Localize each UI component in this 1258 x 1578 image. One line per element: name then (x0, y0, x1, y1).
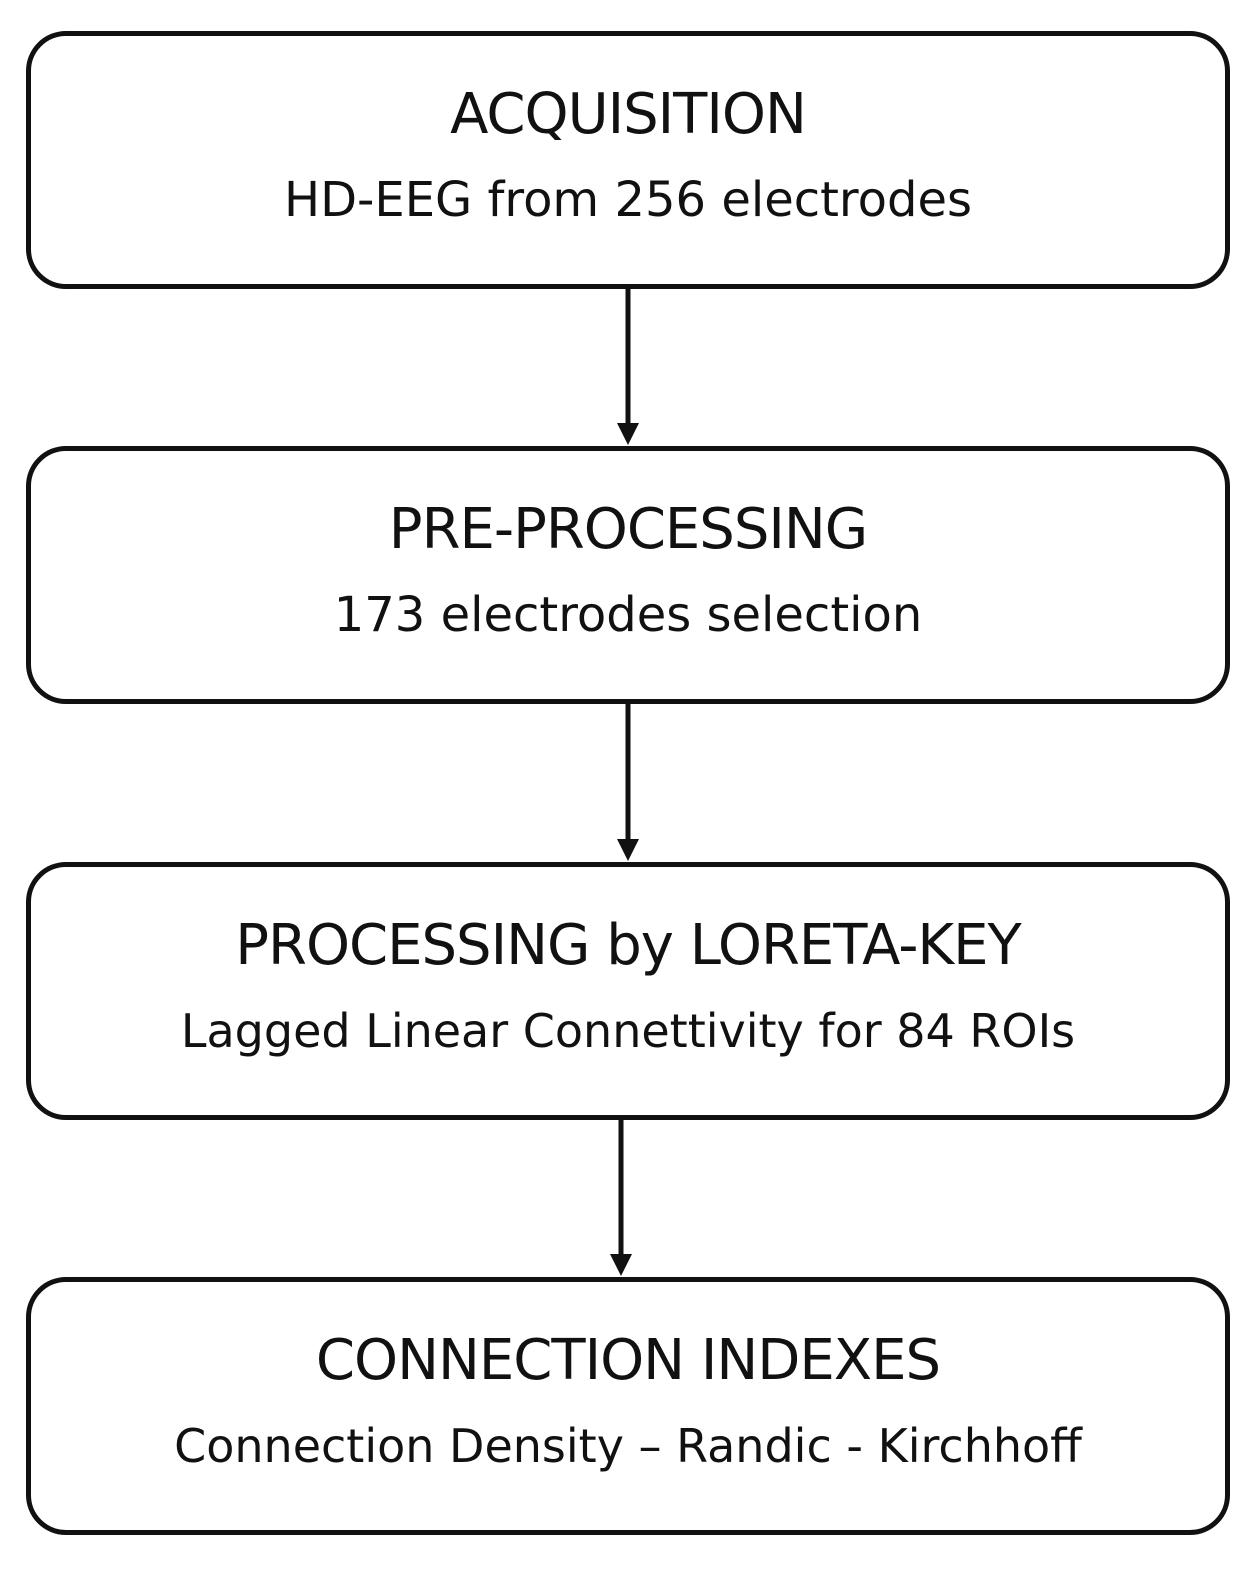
preprocessing-subtitle: 173 electrodes selection (333, 587, 923, 643)
connection-indexes-subtitle: Connection Density – Randic - Kirchhoff (174, 1419, 1082, 1473)
acquisition-title: ACQUISITION (450, 82, 807, 147)
arrow-processing-to-connection-indexes (606, 1120, 636, 1277)
preprocessing-title: PRE-PROCESSING (388, 497, 868, 562)
processing-subtitle: Lagged Linear Connettivity for 84 ROIs (180, 1004, 1076, 1058)
connection-indexes-title: CONNECTION INDEXES (315, 1328, 941, 1393)
connection-indexes-box: CONNECTION INDEXES Connection Density – … (26, 1277, 1230, 1535)
arrow-preprocessing-to-processing (613, 704, 643, 862)
processing-box: PROCESSING by LORETA-KEY Lagged Linear C… (26, 862, 1230, 1120)
arrow-acquisition-to-preprocessing (613, 289, 643, 446)
acquisition-subtitle: HD-EEG from 256 electrodes (284, 172, 972, 228)
acquisition-box: ACQUISITION HD-EEG from 256 electrodes (26, 31, 1230, 289)
processing-title: PROCESSING by LORETA-KEY (235, 913, 1021, 978)
preprocessing-box: PRE-PROCESSING 173 electrodes selection (26, 446, 1230, 704)
